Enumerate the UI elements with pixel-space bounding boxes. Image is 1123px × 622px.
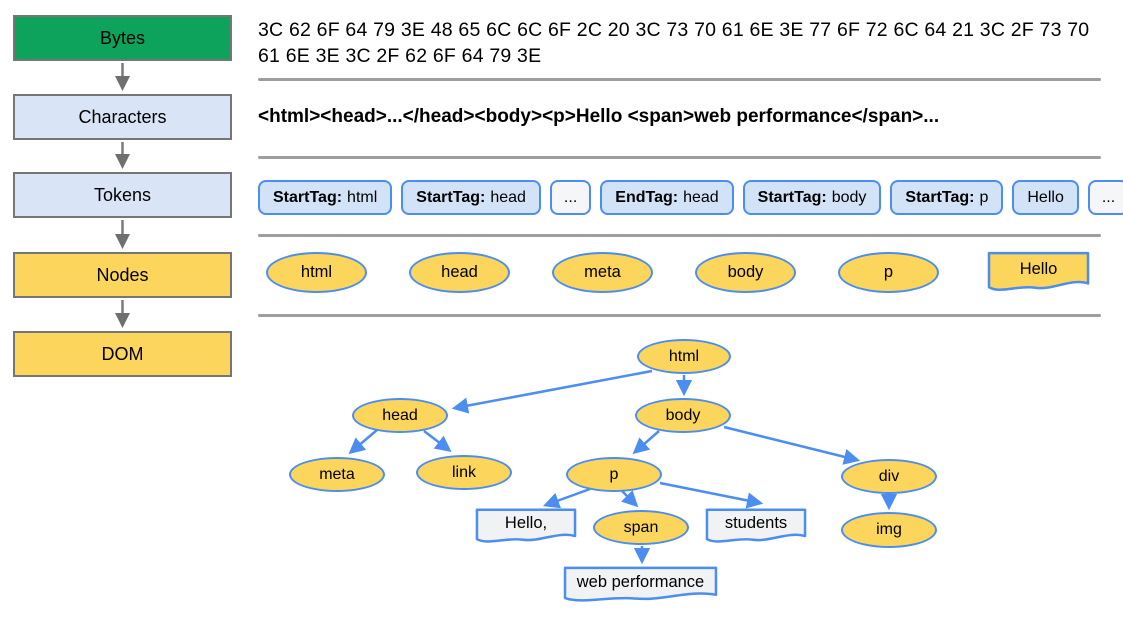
section-divider [258, 314, 1101, 317]
node-label: body [665, 406, 701, 424]
stage-label: Characters [78, 106, 167, 127]
node-label: meta [319, 465, 355, 483]
node-ellipse-p: p [838, 252, 939, 293]
token-starttag-head: StartTag:head [401, 180, 541, 215]
token-value: ... [563, 188, 578, 206]
node-label: body [727, 263, 764, 281]
section-divider [258, 234, 1101, 237]
node-ellipse-html: html [266, 252, 367, 293]
dom-node-html: html [637, 339, 731, 374]
token-text-hello: Hello [1012, 180, 1079, 215]
node-label: students [724, 514, 788, 532]
dom-textnode-hello: Hello, [475, 508, 577, 546]
document-shape [562, 566, 719, 605]
dom-node-img: img [841, 512, 937, 548]
token-type-label: EndTag: [615, 188, 679, 206]
stage-label: Bytes [99, 27, 146, 48]
node-label: span [623, 518, 659, 536]
section-divider [258, 156, 1101, 159]
stage-box-tokens: Tokens [13, 172, 232, 218]
stage-box-characters: Characters [13, 94, 232, 140]
stage-box-nodes: Nodes [13, 252, 232, 298]
dom-node-body: body [635, 398, 731, 433]
document-shape [475, 508, 577, 546]
node-label: html [300, 263, 333, 281]
node-label: meta [584, 263, 621, 281]
token-type-label: StartTag: [273, 188, 343, 206]
node-label: head [441, 263, 478, 281]
dom-node-p: p [566, 457, 662, 492]
node-ellipse-body: body [695, 252, 796, 293]
token-type-label: StartTag: [757, 188, 827, 206]
token-endtag-head: EndTag:head [600, 180, 734, 215]
node-label: img [876, 521, 902, 538]
token-value: Hello [1027, 188, 1064, 206]
node-doc-hello: Hello [987, 251, 1090, 295]
tokens-row: StartTag:html StartTag:head ... EndTag:h… [258, 180, 1123, 215]
token-value: html [347, 188, 378, 206]
dom-node-link: link [416, 455, 512, 490]
node-label: link [451, 463, 476, 481]
dom-textnode-students: students [705, 508, 807, 546]
document-shape [705, 508, 807, 546]
token-starttag-html: StartTag:html [258, 180, 393, 215]
node-label: div [878, 467, 900, 485]
token-starttag-p: StartTag:p [890, 180, 1004, 215]
token-ellipsis: ... [549, 180, 592, 215]
dom-node-head: head [352, 398, 448, 433]
section-divider [258, 78, 1101, 81]
node-label: web performance [576, 572, 705, 591]
node-label: p [609, 465, 619, 483]
token-type-label: StartTag: [905, 188, 975, 206]
stage-box-bytes: Bytes [13, 15, 232, 61]
dom-node-meta: meta [289, 457, 385, 492]
token-value: body [831, 188, 867, 206]
dom-textnode-web-performance: web performance [562, 566, 719, 605]
token-type-label: StartTag: [416, 188, 486, 206]
stage-box-dom: DOM [13, 331, 232, 377]
characters-markup-text: <html><head>...</head><body><p>Hello <sp… [258, 106, 940, 127]
bytes-hex-text: 3C 62 6F 64 79 3E 48 65 6C 6C 6F 2C 20 3… [258, 19, 1090, 67]
node-label: Hello, [504, 514, 548, 532]
node-ellipse-head: head [409, 252, 510, 293]
token-value: head [683, 188, 719, 206]
token-value: p [979, 188, 989, 206]
token-ellipsis: ... [1087, 180, 1123, 215]
node-label: p [883, 263, 894, 281]
node-label: head [382, 406, 418, 424]
dom-node-span: span [593, 510, 689, 545]
node-ellipse-meta: meta [552, 252, 653, 293]
token-value: ... [1101, 188, 1116, 206]
node-label: Hello [1019, 260, 1058, 278]
stage-label: DOM [101, 343, 144, 364]
stage-label: Tokens [93, 184, 152, 205]
dom-node-div: div [841, 459, 937, 494]
document-shape [987, 251, 1090, 295]
node-label: html [668, 347, 700, 365]
token-starttag-body: StartTag:body [742, 180, 882, 215]
stage-label: Nodes [96, 264, 149, 285]
token-value: head [490, 188, 526, 206]
